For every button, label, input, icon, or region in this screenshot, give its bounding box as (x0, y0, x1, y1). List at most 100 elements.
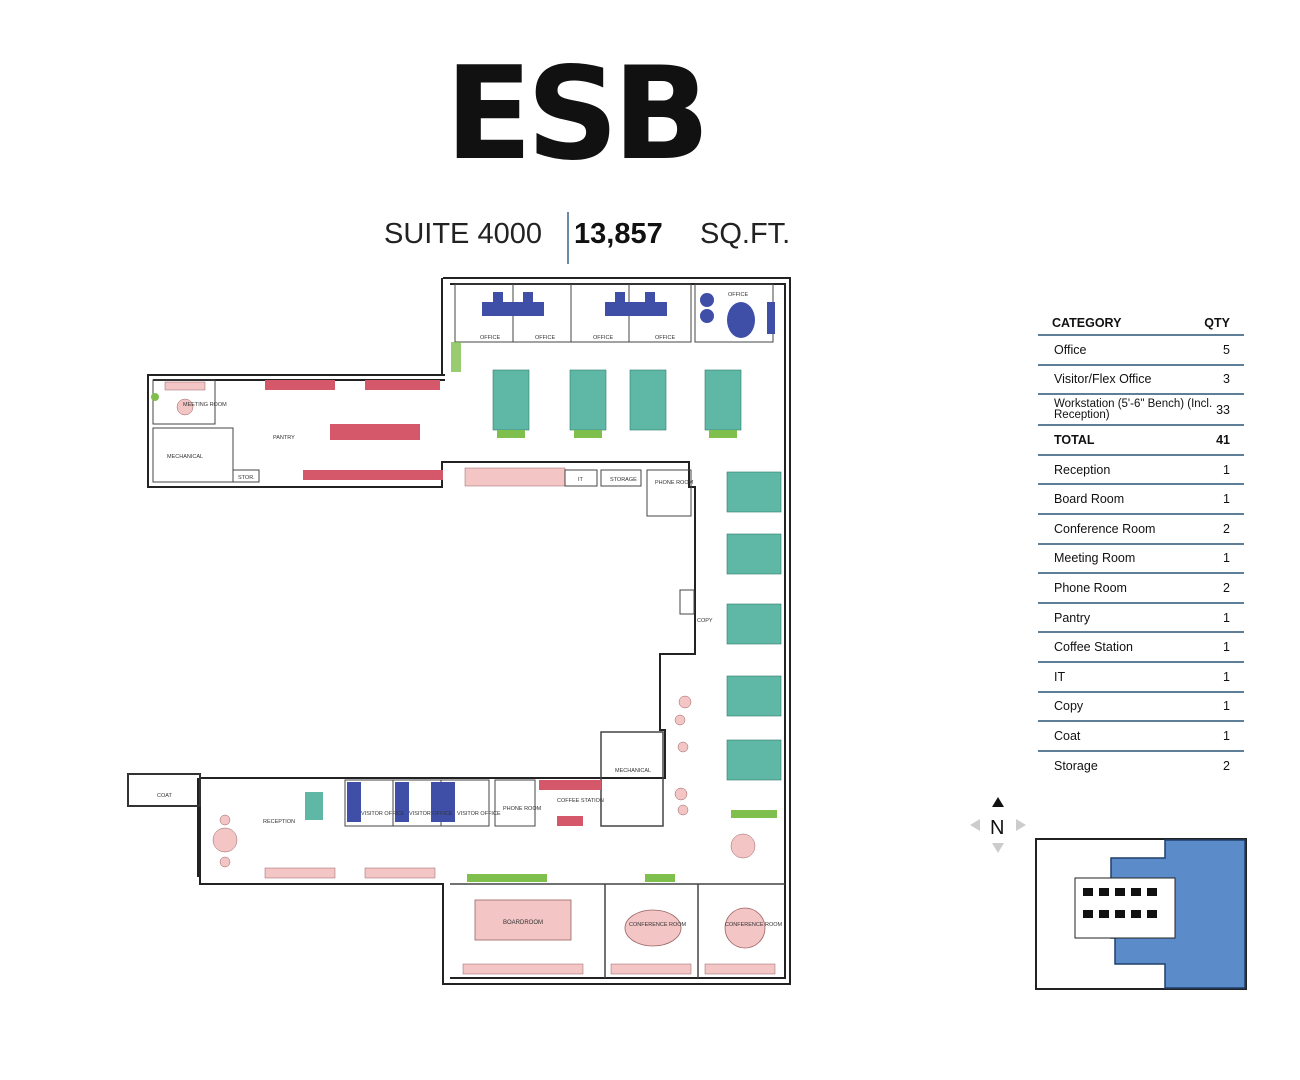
row-qty: 1 (1223, 610, 1230, 625)
row-qty: 41 (1216, 432, 1230, 447)
row-category: Coat (1054, 728, 1081, 743)
row-category: Copy (1054, 699, 1084, 714)
table-row: Coffee Station 1 (1038, 633, 1244, 663)
qty-column-header: QTY (1204, 316, 1230, 330)
table-row-total: TOTAL 41 (1038, 426, 1244, 456)
phone-room-south (494, 779, 536, 827)
table-row: Visitor/Flex Office 3 (1038, 366, 1244, 396)
reception-area: RECEPTION (212, 792, 436, 879)
row-qty: 1 (1223, 462, 1230, 477)
suite-label: SUITE 4000 (384, 218, 542, 250)
workstation-cluster-east (726, 471, 782, 818)
table-row: Workstation (5'-6" Bench) (Incl. Recepti… (1038, 395, 1244, 427)
row-qty: 2 (1223, 521, 1230, 536)
compass-arrow-icon: N (970, 797, 1026, 853)
row-qty: 1 (1223, 669, 1230, 684)
stor-room (232, 469, 260, 483)
row-category: Coffee Station (1054, 640, 1133, 655)
floor-plan-drawing: OFFICE OFFICE OFFICE OFFICE OFFICE MEETI… (127, 277, 791, 985)
phone-room-north-label: PHONE ROOM (655, 480, 694, 486)
compass-north-label: N (990, 817, 1004, 839)
it-label: IT (578, 477, 584, 483)
table-row: Conference Room 2 (1038, 515, 1244, 545)
row-category: IT (1054, 669, 1066, 684)
office-label-1: OFFICE (480, 335, 500, 341)
esb-logo: ESB (445, 40, 710, 189)
south-rooms: BOARDROOM CONFERENCE ROOM CONFERENCE ROO… (450, 833, 785, 978)
visitor-office-label-2: VISITOR OFFICE (409, 811, 453, 817)
coat-room (127, 773, 201, 807)
row-category: Conference Room (1054, 521, 1156, 536)
square-footage-unit: SQ.FT. (700, 218, 791, 250)
mechanical-west-room (152, 427, 234, 483)
row-qty: 3 (1223, 372, 1230, 387)
square-footage-value: 13,857 (574, 218, 663, 250)
row-category: Workstation (5'-6" Bench) (Incl. Recepti… (1054, 397, 1213, 421)
row-category: Office (1054, 342, 1087, 357)
suite-divider (567, 212, 569, 264)
pantry-label: PANTRY (273, 435, 295, 441)
copy-label: COPY (697, 618, 713, 624)
row-category: Visitor/Flex Office (1054, 372, 1152, 387)
row-category: TOTAL (1054, 432, 1095, 447)
floor-plan-walls (127, 277, 791, 985)
stor-label: STOR. (238, 475, 255, 481)
meeting-room-west: MEETING ROOM (151, 379, 227, 425)
reception-label: RECEPTION (263, 819, 295, 825)
row-category: Pantry (1054, 610, 1091, 625)
north-compass-icon: N (968, 795, 1028, 855)
mechanical-west-label: MECHANICAL (167, 454, 203, 460)
table-row: Reception 1 (1038, 456, 1244, 486)
coffee-station: COFFEE STATION (539, 780, 604, 826)
visitor-offices: VISITOR OFFICE VISITOR OFFICE VISITOR OF… (344, 779, 501, 827)
office-label-4: OFFICE (655, 335, 675, 341)
table-header: CATEGORY QTY (1038, 310, 1244, 336)
row-category: Reception (1054, 462, 1111, 477)
floor-plan: OFFICE OFFICE OFFICE OFFICE OFFICE MEETI… (125, 272, 805, 992)
conference-room-label-2: CONFERENCE ROOM (725, 922, 783, 928)
row-qty: 1 (1223, 728, 1230, 743)
row-category: Phone Room (1054, 580, 1127, 595)
coffee-station-label: COFFEE STATION (557, 798, 604, 804)
service-rooms-north: IT STORAGE PHONE ROOM (464, 467, 694, 517)
visitor-office-label-3: VISITOR OFFICE (457, 811, 501, 817)
office-label-3: OFFICE (593, 335, 613, 341)
coat-label: COAT (157, 793, 173, 799)
row-qty: 33 (1216, 402, 1230, 417)
mechanical-middle-room (600, 731, 664, 827)
lounge-seating-east (674, 695, 692, 816)
top-offices: OFFICE OFFICE OFFICE OFFICE OFFICE (451, 283, 775, 372)
pantry-area: PANTRY (265, 380, 443, 480)
table-row: Coat 1 (1038, 722, 1244, 752)
row-category: Storage (1054, 758, 1098, 773)
copy-room (679, 589, 695, 615)
row-qty: 5 (1223, 342, 1230, 357)
conference-room-label-1: CONFERENCE ROOM (629, 922, 687, 928)
table-row: Board Room 1 (1038, 485, 1244, 515)
visitor-office-label-1: VISITOR OFFICE (361, 811, 405, 817)
table-row: Pantry 1 (1038, 604, 1244, 634)
phone-room-south-label: PHONE ROOM (503, 806, 542, 812)
row-qty: 2 (1223, 758, 1230, 773)
office-label-2: OFFICE (535, 335, 555, 341)
category-column-header: CATEGORY (1052, 316, 1122, 330)
row-qty: 2 (1223, 580, 1230, 595)
table-row: Copy 1 (1038, 693, 1244, 723)
row-category: Board Room (1054, 492, 1125, 507)
space-summary-table: CATEGORY QTY Office 5 Visitor/Flex Office… (1038, 310, 1244, 779)
mechanical-middle-label: MECHANICAL (615, 768, 651, 774)
workstation-cluster-top (492, 369, 742, 438)
row-qty: 1 (1223, 640, 1230, 655)
table-row: IT 1 (1038, 663, 1244, 693)
key-plan-drawing (1035, 838, 1247, 990)
building-key-plan (1035, 838, 1247, 990)
row-category: Meeting Room (1054, 551, 1136, 566)
office-label-5: OFFICE (728, 292, 748, 298)
row-qty: 1 (1223, 699, 1230, 714)
table-row: Office 5 (1038, 336, 1244, 366)
row-qty: 1 (1223, 492, 1230, 507)
table-row: Phone Room 2 (1038, 574, 1244, 604)
boardroom-label: BOARDROOM (503, 920, 543, 926)
storage-label: STORAGE (610, 477, 637, 483)
